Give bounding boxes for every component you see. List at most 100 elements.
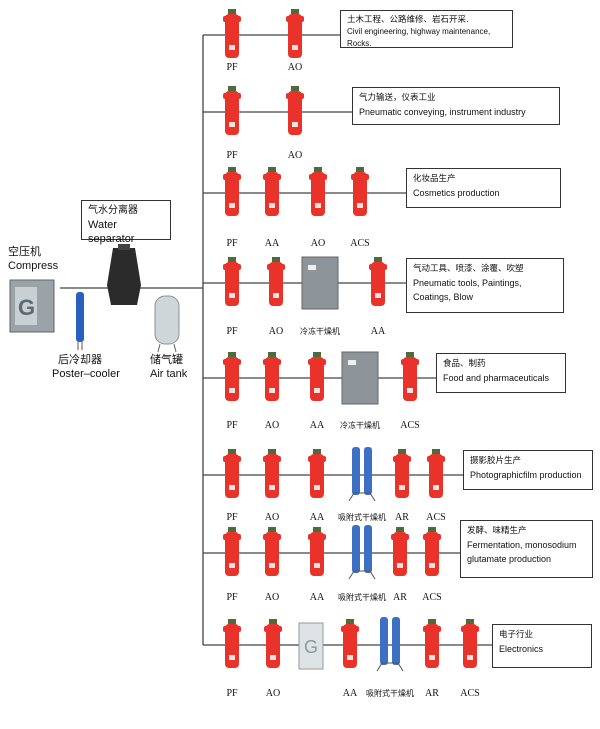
application-en: Fermentation, monosodium glutamate produ…: [467, 540, 577, 564]
equipment-label: AR: [395, 512, 409, 523]
air-tank-icon: [154, 295, 180, 353]
panel-icon: G: [298, 622, 324, 670]
filter-icon: [423, 527, 441, 576]
refrigerated-dryer-icon: [301, 256, 339, 310]
equipment-label: AO: [264, 592, 280, 603]
filter-icon: [423, 619, 441, 668]
application-box: 发酵、味精生产 Fermentation, monosodium glutamat…: [460, 520, 593, 578]
equipment-label: ACS: [460, 688, 480, 699]
application-cn: 化妆品生产: [413, 174, 456, 184]
compressor-icon: G: [9, 279, 55, 333]
filter-icon: [286, 9, 304, 58]
adsorption-dryer-icon: [348, 525, 376, 580]
equipment-label: AR: [425, 688, 439, 699]
equipment-label: 吸附式干燥机: [366, 689, 414, 698]
filter-icon: [223, 167, 241, 216]
filter-icon: [223, 257, 241, 306]
equipment-label: PF: [226, 326, 238, 337]
equipment-label: PF: [226, 592, 238, 603]
filter-icon: [264, 619, 282, 668]
filter-icon: [223, 9, 241, 58]
equipment-label: AO: [268, 326, 284, 337]
filter-icon: [286, 86, 304, 135]
equipment-label: AO: [264, 420, 280, 431]
equipment-label: ACS: [426, 512, 446, 523]
filter-icon: [223, 86, 241, 135]
equipment-label: AO: [310, 238, 326, 249]
post-cooler-cn: 后冷却器: [58, 354, 102, 366]
svg-text:G: G: [304, 637, 318, 657]
application-box: 气力输送，仪表工业 Pneumatic conveying, instrument…: [352, 87, 560, 125]
svg-text:G: G: [18, 295, 35, 320]
air-tank-cn: 储气罐: [150, 354, 183, 366]
equipment-label: AA: [309, 592, 325, 603]
equipment-label: PF: [226, 62, 238, 73]
application-en: Civil engineering, highway maintenance, …: [347, 27, 491, 48]
filter-icon: [401, 352, 419, 401]
application-box: 土木工程、公路维修、岩石开采. Civil engineering, highwa…: [340, 10, 513, 48]
compressor-en: Compress: [8, 260, 59, 272]
filter-icon: [263, 352, 281, 401]
equipment-label: 吸附式干燥机: [338, 513, 386, 522]
filter-icon: [391, 527, 409, 576]
filter-icon: [267, 257, 285, 306]
application-cn: 气动工具、喷漆、涂覆、吹塑: [413, 264, 524, 274]
application-en: Pneumatic conveying, instrument industry: [359, 107, 526, 117]
equipment-label: AA: [342, 688, 358, 699]
filter-icon: [461, 619, 479, 668]
equipment-label: AR: [393, 592, 407, 603]
refrigerated-dryer-icon: [341, 351, 379, 405]
equipment-label: 冷冻干燥机: [300, 327, 340, 336]
filter-icon: [369, 257, 387, 306]
filter-icon: [223, 352, 241, 401]
equipment-label: 冷冻干燥机: [340, 421, 380, 430]
adsorption-dryer-icon: [348, 447, 376, 502]
compressor-cn: 空压机: [8, 246, 41, 258]
post-cooler-icon: [76, 292, 84, 350]
filter-icon: [263, 449, 281, 498]
application-cn: 摄影胶片生产: [470, 456, 522, 466]
filter-icon: [351, 167, 369, 216]
application-cn: 气力输送，仪表工业: [359, 93, 436, 103]
adsorption-dryer-icon: [376, 617, 404, 672]
filter-icon: [223, 619, 241, 668]
filter-icon: [427, 449, 445, 498]
application-en: Cosmetics production: [413, 188, 500, 198]
water-separator-icon: [107, 244, 141, 305]
water-separator-en: Water separator: [88, 219, 135, 245]
application-cn: 电子行业: [499, 630, 534, 640]
application-en: Electronics: [499, 644, 544, 654]
filter-icon: [308, 352, 326, 401]
filter-icon: [263, 527, 281, 576]
filter-icon: [223, 449, 241, 498]
filter-icon: [308, 527, 326, 576]
equipment-label: ACS: [422, 592, 442, 603]
equipment-label: AA: [309, 512, 325, 523]
equipment-label: ACS: [350, 238, 370, 249]
application-box: 化妆品生产 Cosmetics production: [406, 168, 561, 208]
application-en: Pneumatic tools, Paintings, Coatings, Bl…: [413, 278, 522, 302]
application-en: Photographicfilm production: [470, 470, 582, 480]
equipment-label: AA: [370, 326, 386, 337]
equipment-label: AA: [309, 420, 325, 431]
equipment-label: AO: [287, 150, 303, 161]
filter-icon: [308, 449, 326, 498]
equipment-label: PF: [226, 150, 238, 161]
compressor-label: 空压机 Compress: [8, 245, 58, 273]
application-box: 摄影胶片生产 Photographicfilm production: [463, 450, 593, 490]
equipment-label: 吸附式干燥机: [338, 593, 386, 602]
application-cn: 发酵、味精生产: [467, 526, 527, 536]
filter-icon: [263, 167, 281, 216]
equipment-label: PF: [226, 238, 238, 249]
application-cn: 土木工程、公路维修、岩石开采.: [347, 15, 469, 25]
air-tank-label: 储气罐 Air tank: [150, 353, 187, 381]
equipment-label: ACS: [400, 420, 420, 431]
equipment-label: AO: [264, 512, 280, 523]
equipment-label: AO: [265, 688, 281, 699]
application-box: 电子行业 Electronics: [492, 624, 592, 668]
equipment-label: PF: [226, 420, 238, 431]
equipment-label: AA: [264, 238, 280, 249]
